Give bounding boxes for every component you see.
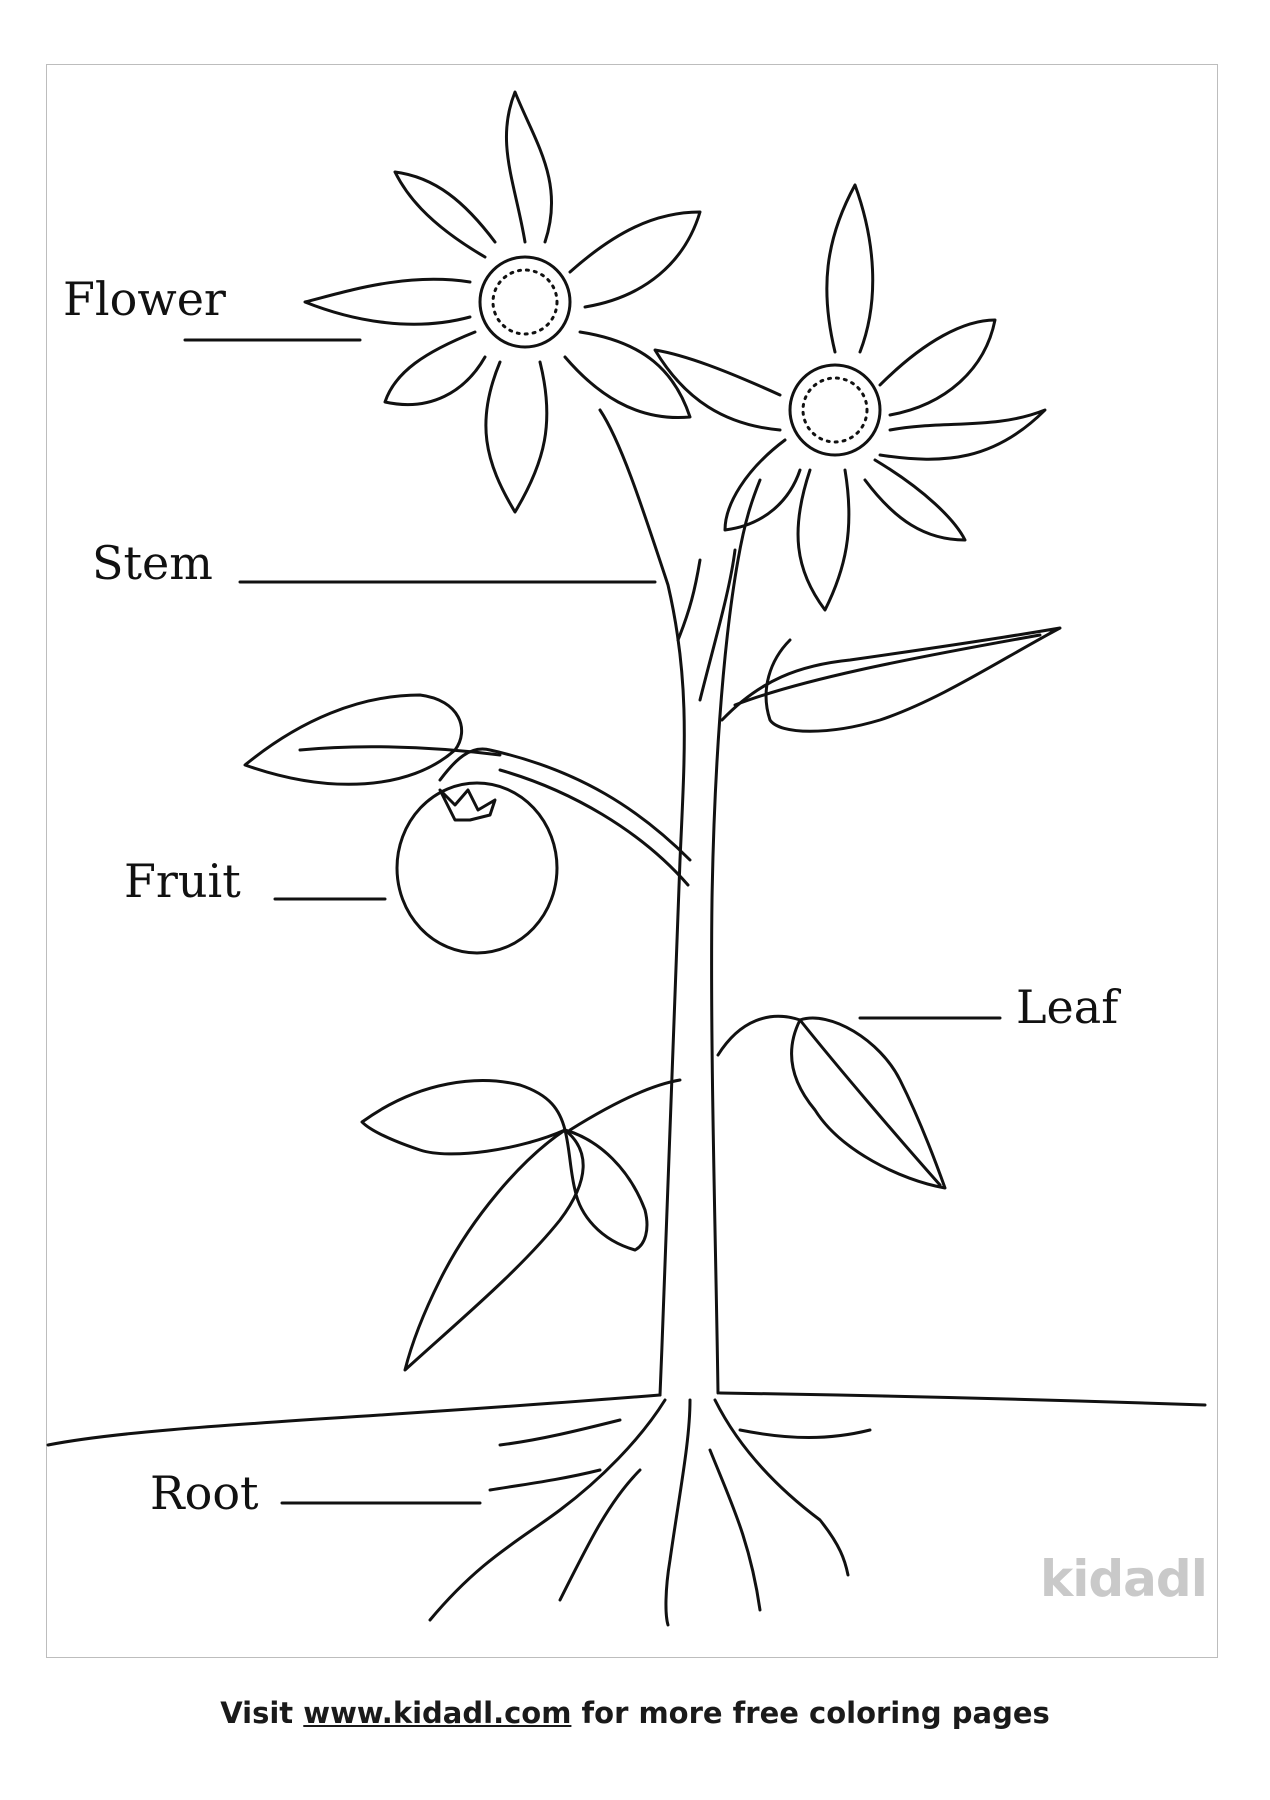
footer-suffix: for more free coloring pages: [581, 1696, 1050, 1730]
fruit: [395, 781, 559, 955]
main-stem: [598, 408, 762, 1397]
ground-line: [46, 1391, 1207, 1447]
worksheet-frame: [46, 64, 1218, 1658]
flower-right: [653, 183, 1047, 612]
leaf-right-lower: [716, 1014, 947, 1190]
fruit-label: Fruit: [124, 854, 241, 908]
leaf-upper-right: [720, 626, 1062, 733]
root-label: Root: [150, 1466, 259, 1520]
flower-label: Flower: [63, 272, 226, 326]
kidadl-watermark: kidadl: [1040, 1550, 1208, 1608]
leaf-lower-left: [360, 1079, 567, 1156]
footer-prefix: Visit: [220, 1696, 294, 1730]
footer-link[interactable]: www.kidadl.com: [303, 1696, 572, 1730]
stem-fork: [698, 548, 737, 702]
footer-text: Visit www.kidadl.com for more free color…: [0, 1696, 1270, 1730]
fruit-branch: [438, 747, 692, 887]
leaf-label: Leaf: [1016, 980, 1119, 1034]
stem-label: Stem: [92, 536, 213, 590]
leaf-upper-left: [243, 693, 464, 786]
leaf-lower-middle: [403, 1128, 585, 1372]
leaf-lower-right: [563, 1128, 649, 1252]
roots: [428, 1398, 872, 1627]
flower-left: [303, 90, 702, 514]
fruit-calyx: [438, 788, 497, 822]
